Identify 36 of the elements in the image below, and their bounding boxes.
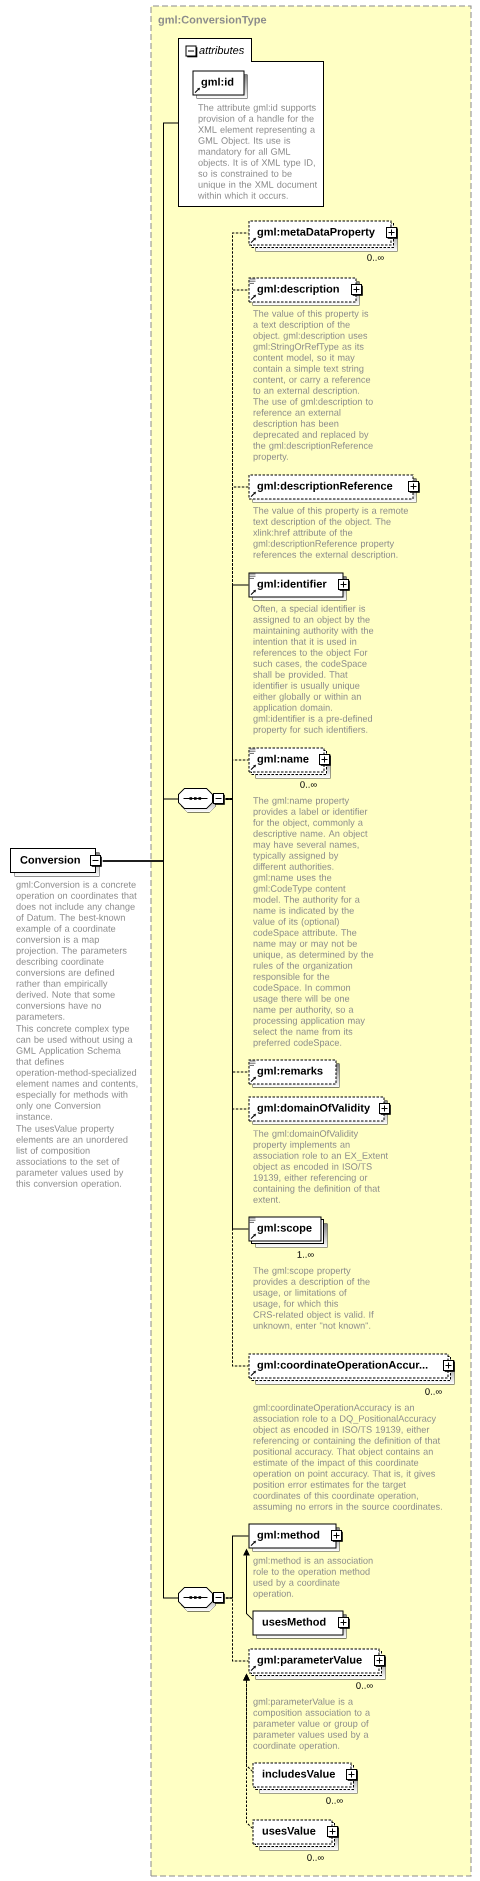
multiplicity-label: 0..∞ — [300, 781, 317, 788]
connector-line — [225, 1535, 249, 1599]
multiplicity-label: 0..∞ — [307, 1854, 324, 1861]
description-text: The attribute gml:id supports provision of a handle for the XML element representing a GML Object. Its use is mandatory for all GML objects. It is of XML type ID, so is constrained to be unique in the XML document within which it occurs. — [198, 104, 318, 199]
description-text: This concrete complex type can be used without using a GML Application Schema that defines operation-method-specialized element names and contents, especially for methods with only one Conversion instance. — [16, 1025, 138, 1120]
description-text: gml:parameterValue is a composition association to a parameter value or group of parameter values used by a coordinate operation. — [253, 1698, 371, 1751]
element-box: gml:descriptionReference — [248, 474, 417, 503]
multiplicity-label: 1..∞ — [297, 1251, 314, 1258]
element-box: gml:parameterValue — [248, 1648, 386, 1680]
element-box: gml:metaDataProperty — [248, 220, 398, 252]
multiplicity-label: 0..∞ — [425, 1388, 442, 1395]
description-text: The value of this property is a remote text description of the object. The xlink:href attribute of the gml:descriptionReference property references the external description. — [253, 507, 408, 560]
description-text: The gml:domainOfValidity property implements an association role to an EX_Extent object as encoded in ISO/TS 19139, either referencing or containing the definition of that extent. — [253, 1130, 388, 1203]
description-text: Often, a special identifier is assigned to an object by the maintaining authority with the intention that it is used in references to the object For such cases, the codeSpace shall be provided. That identifier is usually unique either globally or within an application domain. gml:identifier is a pre-defined property for such identifiers. — [253, 605, 374, 735]
description-text: gml:coordinateOperationAccuracy is an association role to a DQ_PositionalAccuracy object as encoded in ISO/TS 19139, either referencing or containing the definition of that positional accuracy. That object contains an estimate of the impact of this coordinate operation on point accuracy. That is, it gives position error estimates for the target coordinates of this coordinate operation, assuming no errors in the source coordinates. — [253, 1404, 442, 1512]
multiplicity-label: 0..∞ — [356, 1682, 373, 1689]
element-box: gml:domainOfValidity — [248, 1096, 388, 1125]
element-box: gml:id — [192, 70, 248, 99]
multiplicity-label: 0..∞ — [326, 1797, 343, 1804]
connector-line — [225, 798, 249, 1367]
connector-line — [102, 860, 179, 1599]
element-box: usesMethod — [252, 1610, 347, 1639]
description-text: The gml:scope property provides a description of the usage, or limitations of usage, for which this CRS-related object is valid. If unknown, enter "not known". — [253, 1267, 374, 1330]
arrow — [243, 1674, 253, 1829]
multiplicity-label: 0..∞ — [367, 254, 384, 261]
element-box: gml:remarks — [248, 1059, 340, 1088]
connector-line — [225, 798, 249, 1230]
description-text: The gml:name property provides a label or identifier for the object, commonly a descriptive name. An object may have several names, typically assigned by different authorities. gml:name uses the gml:CodeType content model. The authority for a name is indicated by the value of its (optional) codeSpace attribute. The name may or may not be unique, as determined by the rules of the organization responsible for the codeSpace. In common usage there will be one name per authority, so a processing application may select the name from its preferred codeSpace. — [253, 797, 374, 1048]
element-box: includesValue — [252, 1762, 358, 1794]
connector-line — [225, 1597, 249, 1662]
description-text: gml:Conversion is a concrete operation on coordinates that does not include any change of Datum. The best-known example of a coordinate conversion is a map projection. The parameters describing coordinate conversions are defined rather than empirically derived. Note that some conversions have no parameters. — [16, 881, 137, 1022]
description-text: The value of this property is a text description of the object. gml:description uses gml:StringOrRefType as its content model, so it may contain a simple text string content, or carry a reference to an external description. The use of gml:description to reference an external description has been deprecated and replaced by the gml:descriptionReference property. — [253, 310, 373, 462]
element-box: gml:coordinateOperationAccur... — [248, 1353, 455, 1385]
arrow — [243, 1549, 253, 1620]
description-text: gml:method is an association role to the operation method used by a coordinate operation. — [253, 1557, 373, 1599]
description-text: The usesValue property elements are an unordered list of composition associations to the set of parameter values used by this conversion operation. — [16, 1125, 128, 1189]
